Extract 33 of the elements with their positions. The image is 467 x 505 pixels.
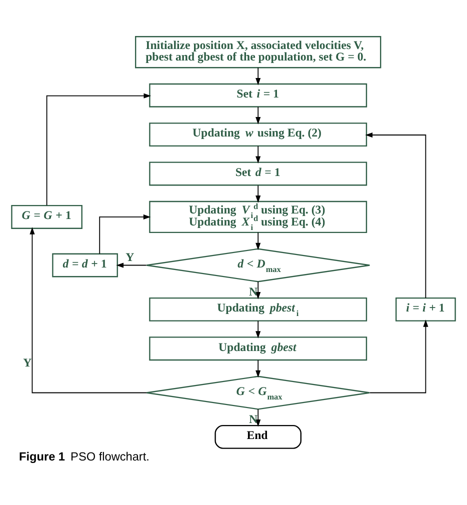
arrow	[256, 67, 261, 86]
edge-label: Y	[23, 355, 32, 370]
node-box: End	[214, 424, 302, 449]
arrow	[365, 132, 426, 298]
caption: Figure 1 PSO flowchart.	[19, 450, 150, 464]
node-box: Set d = 1	[149, 162, 368, 186]
node-diamond: d < D$_{max}$	[146, 248, 370, 282]
edge-label: N	[248, 284, 258, 299]
arrow	[256, 281, 261, 300]
arrow	[256, 185, 261, 203]
node-box: Initialize position X, associated velocities V, pbest and gbest of the population, set G = 0.	[135, 36, 382, 68]
node-box: Updating V$_{i}$$^{d}$ using Eq. (3) Updating X$_{i}$$^{d}$ using Eq. (4)	[149, 200, 368, 234]
node-box: Set i = 1	[149, 83, 368, 108]
node-box: G = G + 1	[11, 205, 82, 229]
arrow	[256, 320, 261, 338]
node-box: Updating gbest	[149, 336, 368, 361]
arrow	[30, 227, 147, 394]
arrow	[256, 146, 261, 164]
arrow	[116, 262, 147, 268]
node-diamond: G < G$_{max}$	[146, 376, 370, 410]
edge-label: Y	[126, 250, 134, 264]
arrow	[99, 214, 151, 254]
edge-label: N	[248, 412, 258, 426]
node-box: i = i + 1	[395, 297, 456, 322]
arrow	[46, 93, 152, 206]
node-box: d = d + 1	[52, 253, 118, 278]
arrow	[369, 320, 428, 394]
arrow	[256, 106, 261, 124]
arrow	[256, 360, 261, 378]
node-box: Updating pbest$_{i}$	[149, 297, 368, 322]
arrow	[256, 408, 261, 427]
node-box: Updating w using Eq. (2)	[149, 122, 368, 147]
arrow	[256, 232, 261, 250]
